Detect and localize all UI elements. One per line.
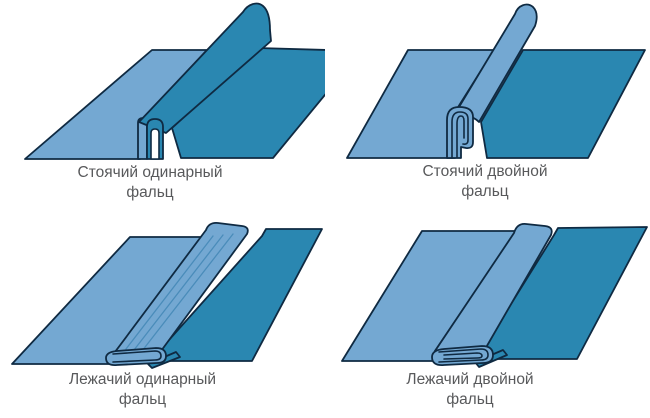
caption-line: Лежачий двойной (406, 371, 534, 388)
caption-line: фальц (446, 391, 494, 408)
caption-line: фальц (126, 184, 174, 201)
strip-detail-line-2 (133, 234, 224, 351)
seam-fold-channel (150, 128, 160, 160)
double-fold-inner-line-2 (456, 115, 465, 158)
standing-single-seam-diagram (24, 2, 325, 160)
roll-inner-line-1 (438, 348, 489, 363)
lying-double-seam-caption: Лежачий двойной фальц (320, 370, 620, 410)
caption-line: фальц (118, 391, 167, 408)
double-fold-front (446, 106, 474, 159)
standing-single-seam-caption: Стоячий одинарный фальц (0, 163, 300, 203)
strip-detail-line-1 (125, 235, 214, 350)
lying-single-seam-caption: Лежачий одинарный фальц (0, 370, 285, 410)
hook-inner-line (112, 350, 162, 363)
right-sheet (171, 47, 325, 159)
caption-line: Лежачий одинарный (68, 371, 217, 388)
lying-single-seam-diagram (11, 221, 323, 369)
right-sheet (480, 49, 646, 159)
caption-line: Стоячий двойной (422, 163, 548, 180)
caption-line: Стоячий одинарный (77, 164, 223, 181)
standing-double-seam-diagram (346, 3, 646, 159)
standing-double-seam-caption: Стоячий двойной фальц (335, 162, 635, 202)
caption-line: фальц (461, 183, 509, 200)
roll-inner-line-2 (443, 352, 483, 360)
double-fold-inner-line-1 (451, 111, 469, 159)
lying-double-seam-diagram (341, 223, 648, 368)
standing-rib (138, 2, 272, 134)
strip-detail-line-3 (141, 233, 234, 352)
